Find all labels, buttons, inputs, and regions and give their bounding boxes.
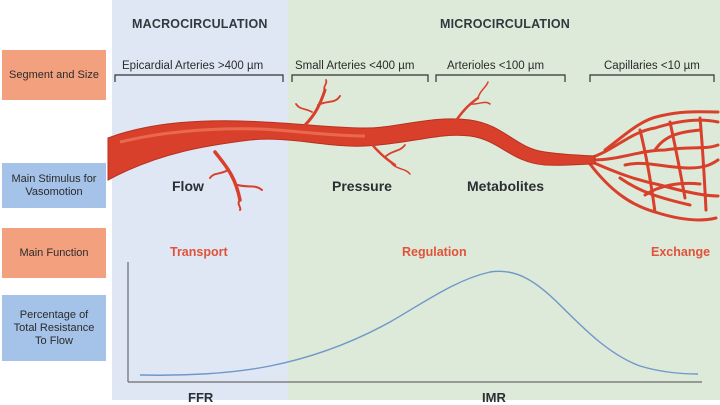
row-label-resistance: Percentage of Total Resistance To Flow xyxy=(2,295,106,361)
capillary-network xyxy=(588,110,720,222)
segment-arterioles-label: Arterioles <100 µm xyxy=(447,60,545,72)
bracket-arterioles xyxy=(435,74,566,82)
segment-brackets xyxy=(114,74,715,82)
function-regulation: Regulation xyxy=(402,245,467,259)
function-exchange: Exchange xyxy=(651,245,711,259)
bracket-small-arteries xyxy=(291,74,429,82)
main-vessel xyxy=(107,118,596,181)
row-label-function: Main Function xyxy=(2,228,106,278)
bracket-epicardial xyxy=(114,74,284,82)
resistance-curve xyxy=(139,270,699,376)
ffr-label: FFR xyxy=(188,390,214,405)
macrocirculation-header: MACROCIRCULATION xyxy=(132,17,268,31)
microcirculation-zone xyxy=(288,0,720,400)
vessel-branches xyxy=(209,79,491,211)
stimulus-metabolites: Metabolites xyxy=(467,178,545,194)
macrocirculation-zone xyxy=(112,0,288,400)
bracket-capillaries xyxy=(589,74,715,82)
imr-label: IMR xyxy=(482,390,506,405)
function-transport: Transport xyxy=(170,245,228,259)
microcirculation-header: MICROCIRCULATION xyxy=(440,17,571,31)
segment-epicardial-label: Epicardial Arteries >400 µm xyxy=(122,60,264,72)
row-label-segment: Segment and Size xyxy=(2,50,106,100)
segment-small-arteries-label: Small Arteries <400 µm xyxy=(295,60,415,72)
resistance-axes xyxy=(127,262,702,383)
stimulus-flow: Flow xyxy=(172,178,204,194)
stimulus-pressure: Pressure xyxy=(332,178,392,194)
row-label-stimulus: Main Stimulus for Vasomotion xyxy=(2,163,106,208)
segment-capillaries-label: Capillaries <10 µm xyxy=(604,60,700,72)
